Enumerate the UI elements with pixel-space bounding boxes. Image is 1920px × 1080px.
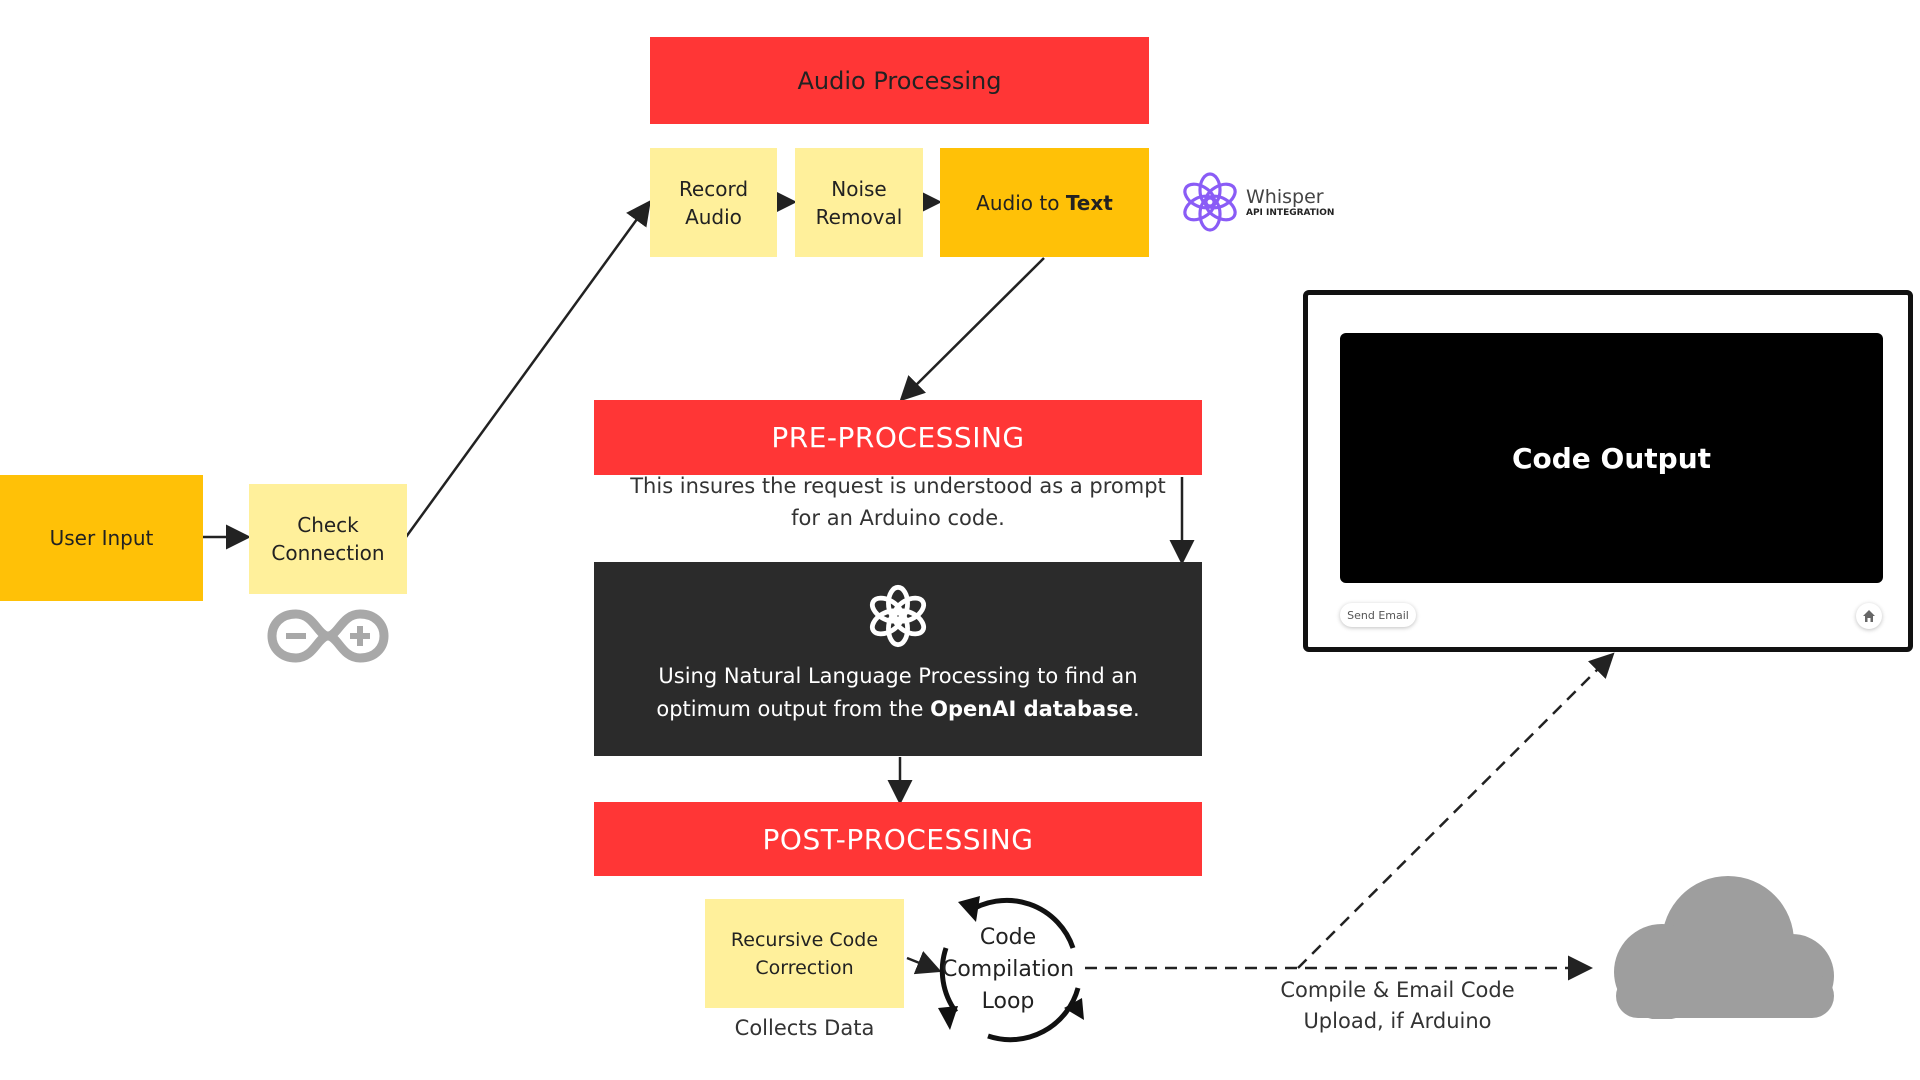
pre-processing-header: PRE-PROCESSING [594, 400, 1202, 475]
post-processing-title: POST-PROCESSING [762, 822, 1034, 856]
arrow-check-to-record [404, 199, 651, 538]
arduino-logo-icon [267, 609, 389, 663]
compile-label-box: Compile & Email Code Upload, if Arduino [1250, 974, 1545, 1038]
audio-to-text-label: Audio to Text [976, 190, 1113, 215]
pre-processing-title: PRE-PROCESSING [771, 421, 1025, 454]
collects-data-label: Collects Data [734, 1016, 875, 1040]
nlp-text: Using Natural Language Processing to fin… [656, 664, 1140, 721]
compilation-loop-icon [938, 896, 1084, 1043]
user-input-box: User Input [0, 475, 203, 601]
code-output-screen: Code Output [1340, 333, 1883, 583]
collects-data-box: Collects Data [705, 1012, 904, 1044]
check-connection-label: Check Connection [271, 513, 385, 565]
arrow-to-output [1297, 652, 1615, 969]
recursive-correction-label: Recursive Code Correction [730, 928, 879, 979]
send-email-button[interactable]: Send Email [1340, 603, 1416, 627]
noise-removal-label: Noise Removal [815, 176, 903, 229]
recursive-correction-box: Recursive Code Correction [705, 899, 904, 1008]
arrow-text-to-pre [899, 257, 1045, 402]
pre-processing-desc: This insures the request is understood a… [630, 474, 1166, 530]
check-connection-box: Check Connection [249, 484, 407, 594]
send-email-label: Send Email [1347, 608, 1409, 622]
audio-to-text-box: Audio to Text [940, 148, 1149, 257]
home-icon [1863, 610, 1875, 622]
audio-processing-title: Audio Processing [797, 66, 1002, 95]
user-input-label: User Input [49, 526, 154, 550]
whisper-name: Whisper [1246, 186, 1324, 208]
arrow-recursive-to-loop [906, 950, 942, 975]
record-audio-label: Record Audio [678, 176, 749, 229]
cloud-icon [1614, 876, 1834, 1019]
compile-label-line1: Compile & Email Code [1280, 978, 1515, 1002]
nlp-text-box: Using Natural Language Processing to fin… [614, 658, 1182, 728]
output-window: Code Output Send Email [1303, 290, 1913, 652]
openai-logo-icon [869, 584, 927, 648]
audio-processing-header: Audio Processing [650, 37, 1149, 124]
home-button[interactable] [1856, 603, 1882, 629]
pre-processing-desc-box: This insures the request is understood a… [630, 470, 1166, 534]
whisper-label: Whisper API INTEGRATION [1246, 186, 1334, 218]
nlp-box: Using Natural Language Processing to fin… [594, 562, 1202, 756]
compilation-loop-label-box: Code Compilation Loop [938, 922, 1078, 1018]
post-processing-header: POST-PROCESSING [594, 802, 1202, 876]
code-output-title: Code Output [1511, 441, 1712, 475]
compilation-loop-label: Code Compilation Loop [941, 925, 1075, 1014]
record-audio-box: Record Audio [650, 148, 777, 257]
compile-label-line2: Upload, if Arduino [1303, 1009, 1492, 1033]
whisper-sub: API INTEGRATION [1246, 208, 1335, 218]
whisper-logo-icon [1183, 172, 1237, 232]
noise-removal-box: Noise Removal [795, 148, 923, 257]
